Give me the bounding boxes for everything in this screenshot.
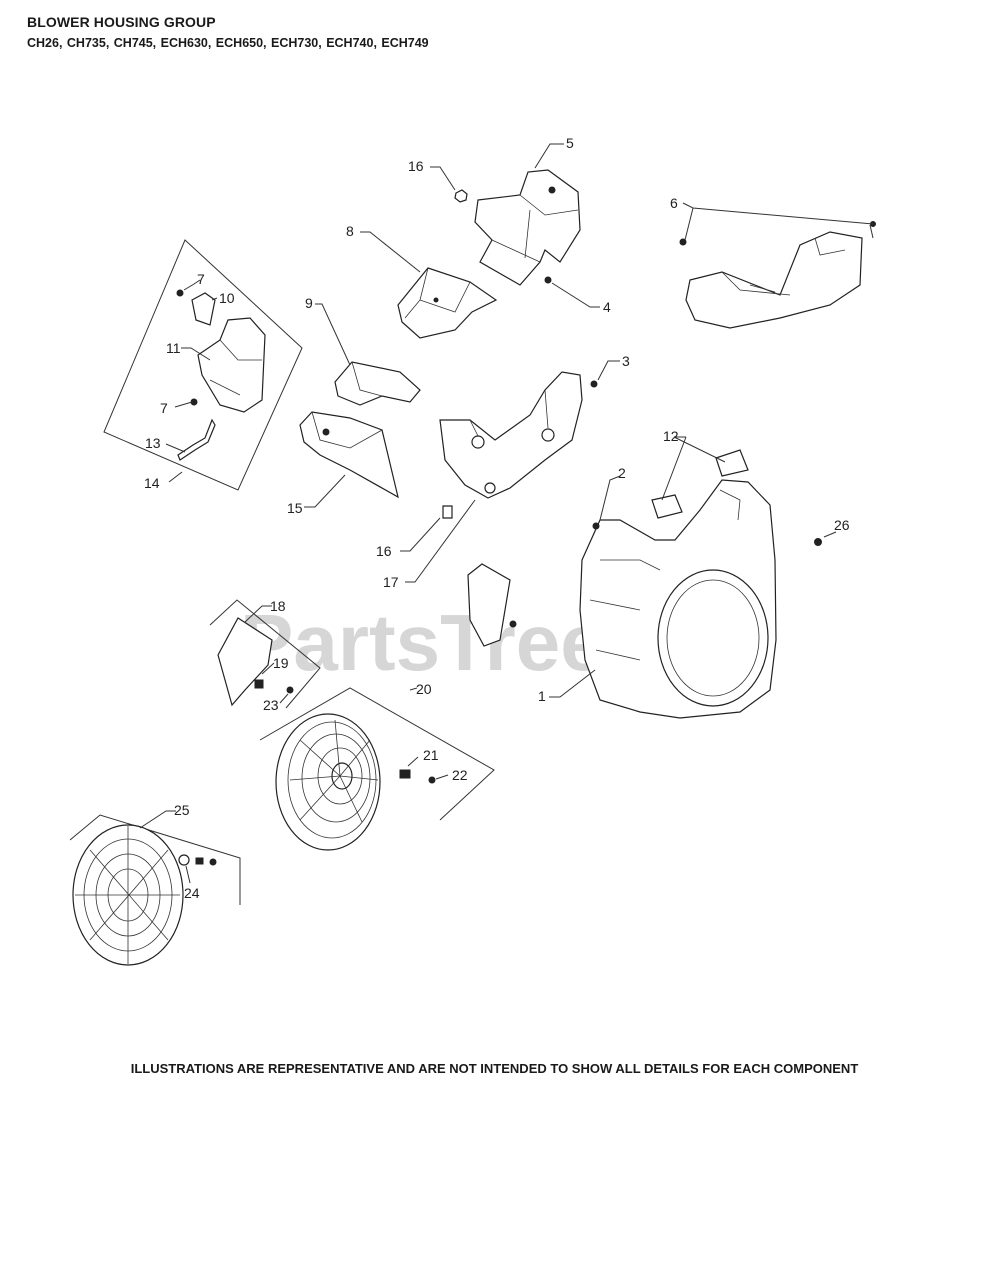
callout-18: 18 [270, 598, 286, 614]
callout-20: 20 [416, 681, 432, 697]
callout-10: 10 [219, 290, 235, 306]
part-9-bracket [334, 361, 421, 406]
part-plate [467, 563, 517, 647]
callout-13: 13 [145, 435, 161, 451]
group-18-frame [209, 599, 321, 709]
callout-25: 25 [174, 802, 190, 818]
callout-17: 17 [383, 574, 399, 590]
callout-14: 14 [144, 475, 160, 491]
part-4-screw [544, 276, 552, 284]
callout-3: 3 [622, 353, 630, 369]
group-20-frame [259, 687, 495, 851]
part-8-baffle [397, 267, 498, 339]
part-5-shroud [474, 169, 581, 286]
group-25-frame [69, 814, 241, 966]
part-6-shroud [679, 221, 876, 329]
watermark: PartsTree [240, 598, 605, 687]
callout-24: 24 [184, 885, 200, 901]
callout-6: 6 [670, 195, 678, 211]
callout-5: 5 [566, 135, 574, 151]
callout-11: 11 [166, 340, 181, 356]
part-16-nut-upper [454, 189, 468, 203]
callout-2: 2 [618, 465, 626, 481]
callout-19: 19 [273, 655, 289, 671]
part-1-blower-housing [579, 479, 822, 719]
diagram-title: BLOWER HOUSING GROUP [27, 14, 216, 30]
callout-8: 8 [346, 223, 354, 239]
callout-22: 22 [452, 767, 468, 783]
part-15-baffle [299, 411, 399, 499]
part-16-stud-lower [442, 505, 453, 519]
callout-15: 15 [287, 500, 303, 516]
callout-7: 7 [197, 271, 205, 287]
callout-labels: 5 16 8 4 6 7 10 11 7 13 14 9 15 3 16 17 … [144, 135, 850, 901]
callout-16-lower: 16 [376, 543, 392, 559]
leader-lines [139, 143, 874, 884]
callout-12: 12 [663, 428, 679, 444]
group-14-frame [103, 239, 303, 491]
callout-9: 9 [305, 295, 313, 311]
callout-16: 16 [408, 158, 424, 174]
callout-21: 21 [423, 747, 439, 763]
callout-23: 23 [263, 697, 279, 713]
callout-1: 1 [538, 688, 546, 704]
part-3-shroud [439, 371, 598, 499]
model-list: CH26, CH735, CH745, ECH630, ECH650, ECH7… [27, 36, 429, 50]
part-12-inserts [651, 449, 749, 519]
callout-26: 26 [834, 517, 850, 533]
callout-4: 4 [603, 299, 611, 315]
callout-7-lower: 7 [160, 400, 168, 416]
disclaimer-note: ILLUSTRATIONS ARE REPRESENTATIVE AND ARE… [130, 1061, 859, 1076]
